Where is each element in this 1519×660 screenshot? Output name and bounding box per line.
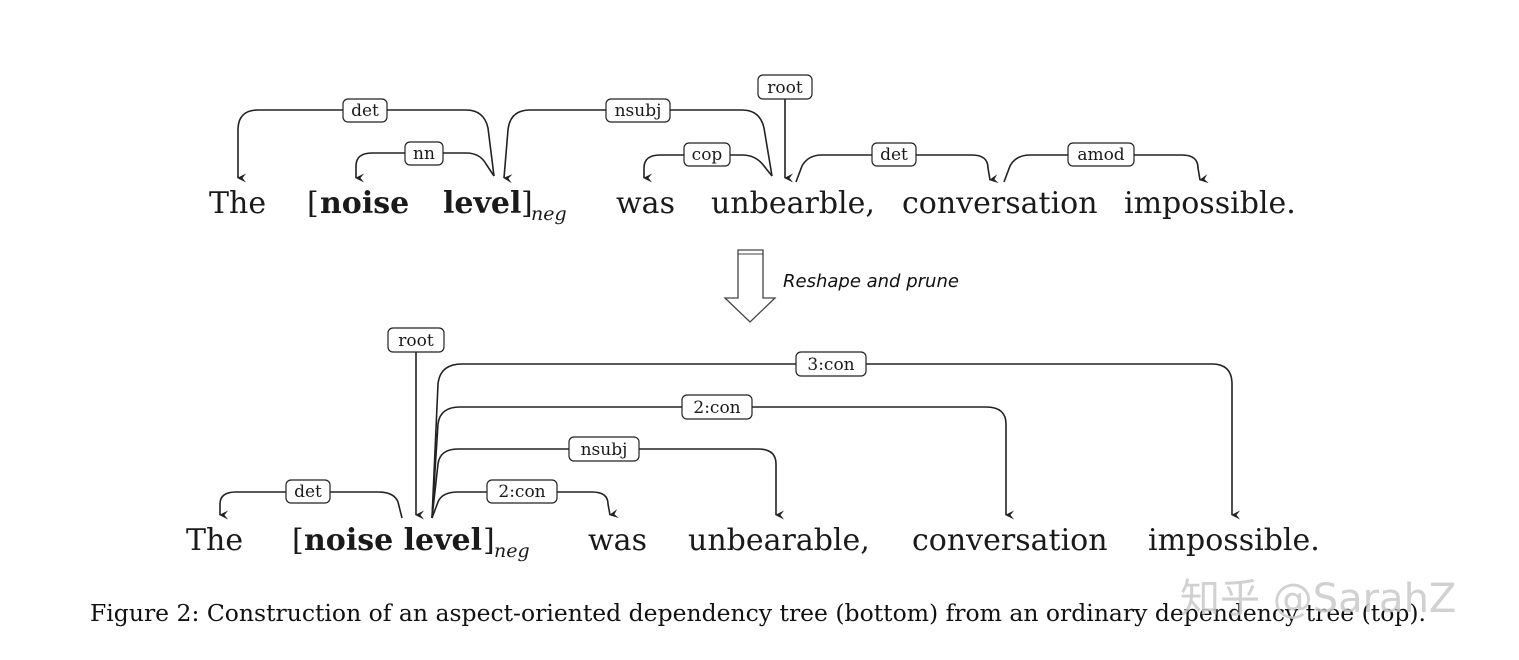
top-label-nsubj: nsubj xyxy=(605,98,671,123)
svg-text:nsubj: nsubj xyxy=(581,440,628,460)
svg-text:nn: nn xyxy=(413,144,435,164)
top-word-impossible: impossible. xyxy=(1124,186,1296,221)
top-word-noise: noise xyxy=(320,186,409,221)
top-word-was: was xyxy=(616,186,675,221)
transform-label: Reshape and prune xyxy=(783,271,959,292)
svg-text:nsubj: nsubj xyxy=(615,101,662,121)
top-subscript-neg: neg xyxy=(531,203,567,225)
bottom-label-2con-conversation: 2:con xyxy=(681,394,753,420)
top-label-det2: det xyxy=(871,142,917,167)
top-word-conversation: conversation xyxy=(902,186,1098,221)
watermark: 知乎 @SarahZ xyxy=(1180,576,1456,622)
svg-text:2:con: 2:con xyxy=(498,482,545,502)
transform-arrow: Reshape and prune xyxy=(723,249,959,323)
bottom-bracket-close: ] xyxy=(483,523,495,558)
svg-text:root: root xyxy=(767,78,803,98)
bottom-bracket-open: [ xyxy=(292,523,304,558)
bottom-label-2con-was: 2:con xyxy=(486,479,558,504)
bottom-word-was: was xyxy=(588,523,647,558)
bottom-label-3con: 3:con xyxy=(795,351,867,377)
bottom-subscript-neg: neg xyxy=(494,540,530,562)
top-label-root: root xyxy=(757,74,813,100)
top-bracket-close: ] xyxy=(521,186,533,221)
top-label-cop: cop xyxy=(683,142,731,167)
figure-caption: Figure 2: Construction of an aspect-orie… xyxy=(90,601,1426,627)
svg-text:root: root xyxy=(398,331,434,351)
bottom-word-impossible: impossible. xyxy=(1148,523,1320,558)
top-label-det: det xyxy=(342,98,388,123)
svg-text:3:con: 3:con xyxy=(807,355,854,375)
down-arrow-icon xyxy=(723,249,777,323)
svg-text:2:con: 2:con xyxy=(693,398,740,418)
top-word-the: The xyxy=(209,186,266,221)
svg-text:det: det xyxy=(294,482,322,502)
top-word-level: level xyxy=(443,186,521,221)
bottom-label-root: root xyxy=(387,327,445,353)
svg-text:cop: cop xyxy=(692,145,723,165)
top-word-unbearble: unbearble, xyxy=(711,186,875,221)
bottom-word-noise-level: noise level xyxy=(304,523,482,558)
top-label-amod: amod xyxy=(1067,142,1135,167)
bottom-label-nsubj: nsubj xyxy=(568,436,640,462)
bottom-dependency-tree: root det 2:con nsubj 2:con 3:con The [ n… xyxy=(186,327,1320,562)
bottom-word-unbearable: unbearable, xyxy=(688,523,870,558)
bottom-label-det: det xyxy=(285,479,331,504)
bottom-word-conversation: conversation xyxy=(912,523,1108,558)
svg-text:det: det xyxy=(351,101,379,121)
top-bracket-open: [ xyxy=(307,186,319,221)
top-dependency-tree: det nn nsubj cop root det amod The [ no xyxy=(209,74,1296,225)
top-label-nn: nn xyxy=(404,141,444,166)
svg-text:amod: amod xyxy=(1077,145,1124,165)
bottom-word-the: The xyxy=(186,523,243,558)
svg-text:det: det xyxy=(880,145,908,165)
